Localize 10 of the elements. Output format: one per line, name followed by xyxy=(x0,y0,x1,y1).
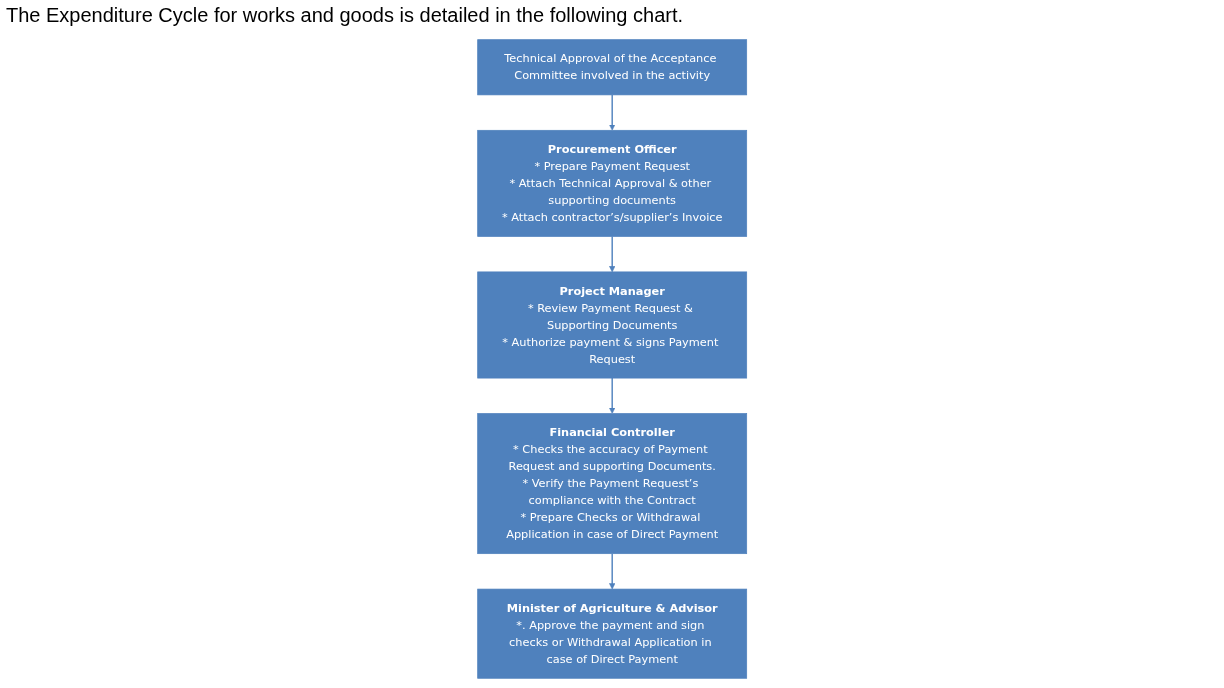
chart-title: The Expenditure Cycle for works and goods is detailed in the following chart. xyxy=(5,3,685,28)
arrow xyxy=(608,553,616,590)
arrow xyxy=(608,377,616,414)
node-box: Project Manager * Review Payment Request & Supporting Documents * Authorize payment & signs Payment Request xyxy=(477,271,747,379)
node-box: Procurement Officer * Prepare Payment Request * Attach Technical Approval & other supporting documents * Attach contractor’s/supplier’s Invoice xyxy=(477,129,747,237)
arrow xyxy=(608,94,616,131)
node-box: Technical Approval of the Acceptance Committee involved in the activity xyxy=(477,39,747,96)
node-box: Minister of Agriculture & Advisor *. Approve the payment and sign checks or Withdrawal Application in case of Direct Payment xyxy=(477,588,747,679)
node-box: Financial Controller * Checks the accuracy of Payment Request and supporting Documents. * Verify the Payment Request’s compliance with the Contract * Prepare Checks or Withdrawal Application in case of Direct Payment xyxy=(477,413,747,555)
arrow xyxy=(608,235,616,273)
